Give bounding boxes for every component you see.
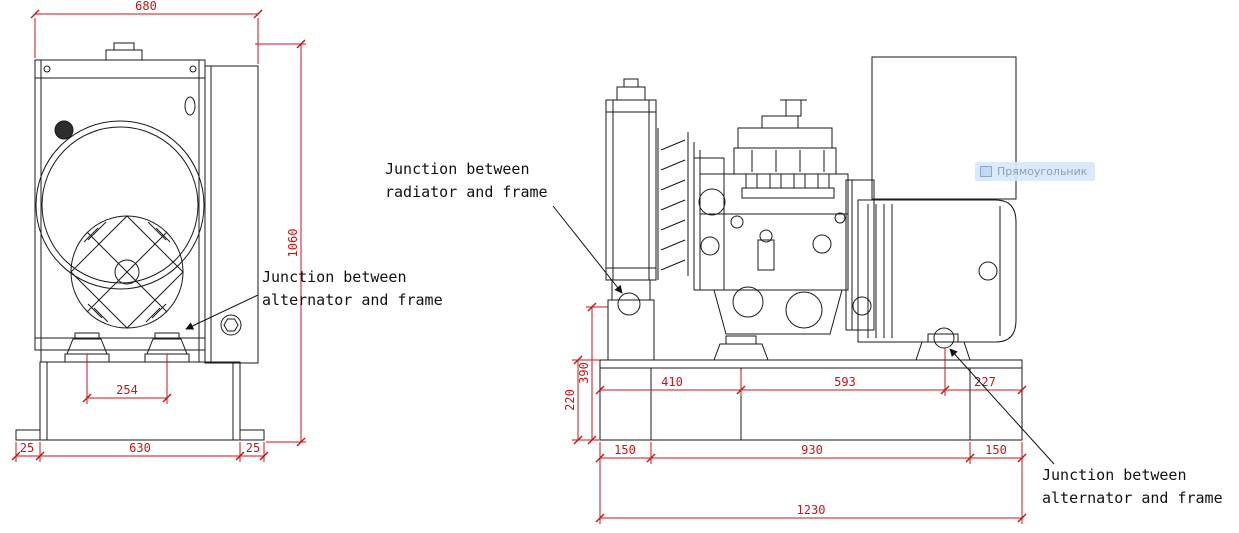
dim-base-width: 630	[129, 441, 151, 455]
annotation-line: radiator and frame	[385, 183, 548, 201]
front-view-dimensions: 680 1060 254 25 630 25	[11, 0, 306, 462]
junction-circle-alternator	[933, 327, 955, 349]
dimension-ticks-side	[573, 302, 1027, 523]
shape-tooltip: Прямоугольник	[975, 162, 1096, 181]
annotation-line: Junction between	[262, 268, 407, 286]
front-view-drawing	[15, 42, 265, 441]
dim-end-left: 150	[614, 443, 636, 457]
alternator-grille	[70, 215, 184, 329]
side-panel-front	[204, 65, 259, 364]
annotation-radiator-frame: Junction between radiator and frame	[385, 158, 548, 204]
annotation-line: alternator and frame	[1042, 489, 1223, 507]
dim-overall-length: 1230	[797, 503, 826, 517]
annotation-line: alternator and frame	[262, 291, 443, 309]
dim-width-top: 680	[135, 0, 157, 13]
dim-base-height: 220	[563, 389, 577, 411]
dim-seg-radiator: 410	[661, 375, 683, 389]
rectangle-shape-icon	[980, 166, 992, 177]
dim-end-right: 150	[985, 443, 1007, 457]
fan-circle	[35, 120, 205, 290]
dim-base-margin-left: 25	[20, 441, 34, 455]
radiator-cap-icon	[54, 120, 74, 140]
radiator-side	[605, 78, 657, 361]
alternator-terminal-box	[871, 56, 1017, 200]
annotation-leaders	[185, 205, 1055, 465]
dimension-ticks-front	[11, 9, 306, 461]
annotation-line: Junction between	[1042, 466, 1187, 484]
junction-circle-radiator	[617, 292, 641, 316]
engine-side	[693, 99, 875, 361]
tooltip-label: Прямоугольник	[997, 165, 1088, 178]
annotation-alternator-frame-front: Junction between alternator and frame	[262, 266, 443, 312]
dim-frame-height: 390	[577, 362, 591, 384]
dim-foot-spacing: 254	[116, 383, 138, 397]
leader-radiator-frame	[552, 205, 623, 294]
dim-overall-height: 1060	[286, 229, 300, 258]
annotation-alternator-frame-side: Junction between alternator and frame	[1042, 464, 1223, 510]
dim-seg-alternator: 227	[974, 375, 996, 389]
dim-bolt-span: 930	[801, 443, 823, 457]
annotation-line: Junction between	[385, 160, 530, 178]
leader-alternator-side	[949, 348, 1055, 465]
radiator-front	[34, 42, 206, 351]
engine-foot	[713, 343, 769, 361]
base-frame-side	[599, 359, 1023, 441]
dim-base-margin-right: 25	[246, 441, 260, 455]
dim-seg-engine: 593	[834, 375, 856, 389]
side-view-dimensions: 390 220 410 593 227 150 930 150 1230	[563, 302, 1027, 524]
base-tank-front	[15, 350, 265, 441]
fan-shroud-louvers	[657, 128, 689, 280]
alternator-side	[857, 56, 1017, 361]
leader-alternator-front	[185, 294, 259, 330]
alternator-foot	[915, 341, 971, 361]
side-view-drawing	[599, 56, 1023, 441]
